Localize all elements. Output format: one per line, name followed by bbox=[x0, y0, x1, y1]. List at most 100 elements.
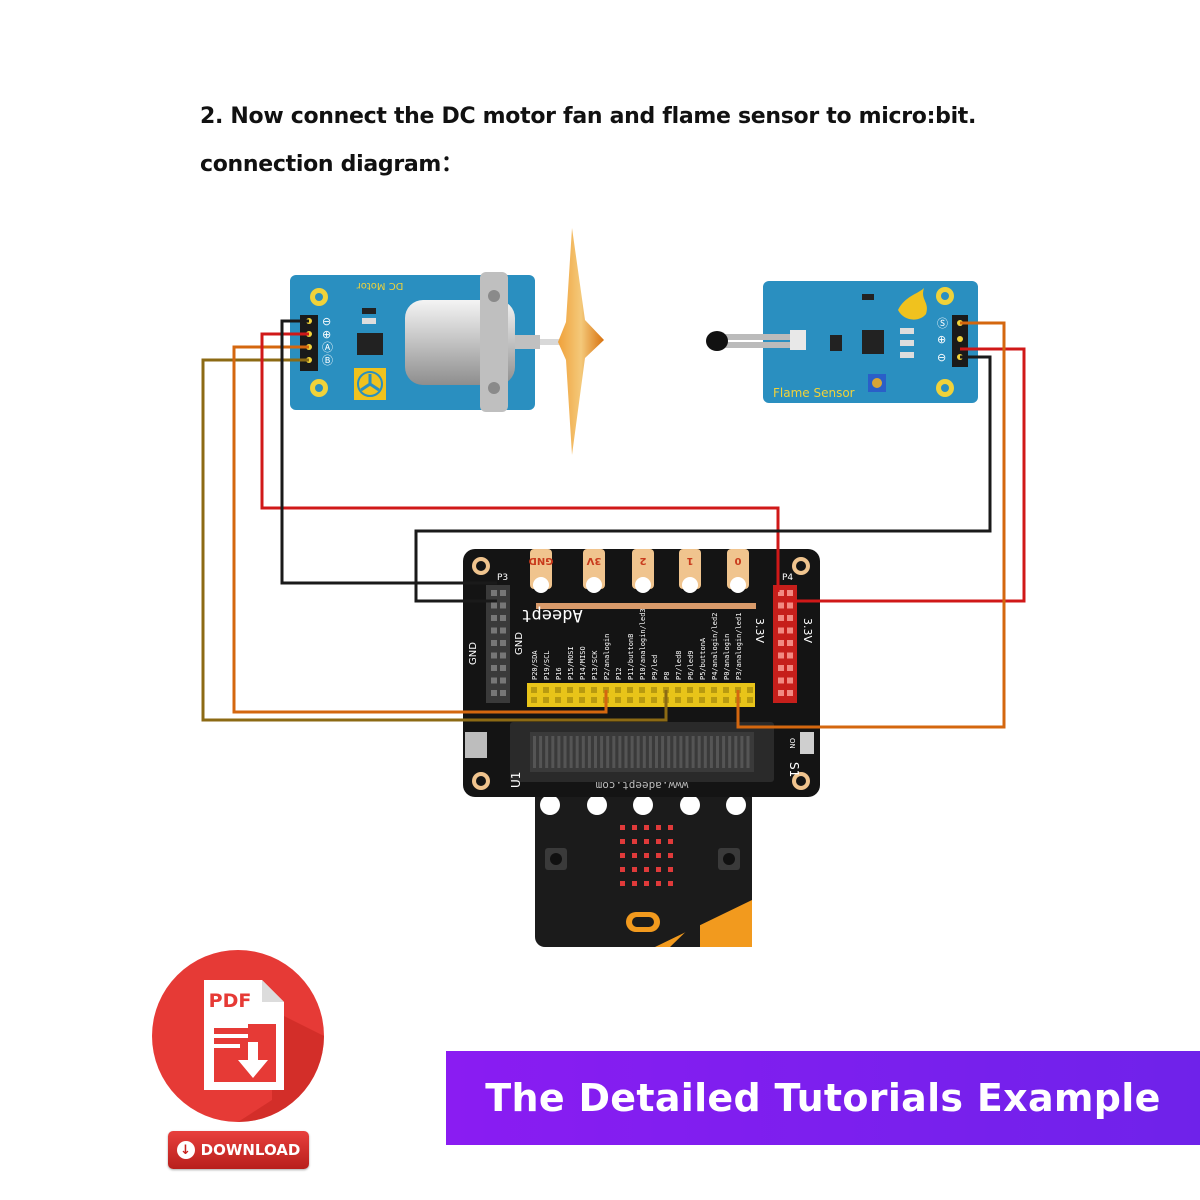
pin-label: P8 bbox=[663, 672, 671, 680]
power-pin bbox=[778, 677, 784, 684]
signal-pin bbox=[747, 697, 753, 703]
signal-pin bbox=[723, 697, 729, 703]
connector-tooth bbox=[655, 736, 658, 768]
signal-pin bbox=[675, 687, 681, 693]
signal-pin bbox=[567, 687, 573, 693]
banner-text: The Detailed Tutorials Example bbox=[485, 1076, 1161, 1120]
pin-label: P4/analogin/led2 bbox=[711, 613, 719, 680]
connector-tooth bbox=[563, 736, 567, 768]
wire-motor-a-orange bbox=[232, 345, 608, 714]
power-switch-label: ON bbox=[788, 738, 796, 749]
led-1-1 bbox=[632, 839, 637, 844]
gnd-pin bbox=[491, 690, 497, 696]
edge-pad-3 bbox=[679, 549, 701, 589]
power-pin bbox=[778, 665, 784, 671]
header-p4-label: P4 bbox=[782, 573, 793, 583]
header-p3-label: P3 bbox=[497, 573, 508, 583]
led-3-1 bbox=[632, 867, 637, 872]
connector-tooth bbox=[612, 736, 616, 768]
connector-tooth bbox=[581, 736, 585, 768]
connector-tooth bbox=[551, 736, 555, 768]
edge-pad-4 bbox=[727, 549, 749, 589]
connector-tooth bbox=[624, 736, 628, 768]
pdf-badge: PDF bbox=[152, 950, 324, 1122]
connector-tooth bbox=[594, 736, 597, 768]
power-pin bbox=[787, 640, 793, 646]
wire-flame-signal-orange bbox=[736, 321, 1006, 729]
gnd-pin bbox=[500, 627, 506, 634]
pin-label: P0/analogin bbox=[723, 634, 731, 680]
power-pin bbox=[787, 602, 793, 609]
led-4-0 bbox=[620, 881, 625, 886]
led-1-4 bbox=[668, 839, 673, 844]
pin-label: P9/led bbox=[651, 655, 659, 680]
signal-pin bbox=[543, 697, 549, 703]
flame-pin-vcc: ⊕ bbox=[937, 333, 946, 346]
edge-pad-label-0: GND bbox=[529, 555, 554, 566]
pin-label: P5/buttonA bbox=[699, 637, 707, 680]
dc-motor-pin-b: Ⓑ bbox=[322, 354, 333, 367]
connector-tooth bbox=[557, 736, 561, 768]
gnd-header bbox=[491, 590, 506, 696]
connector-tooth bbox=[709, 736, 713, 768]
connector-tooth bbox=[575, 736, 579, 768]
led-4-4 bbox=[668, 881, 673, 886]
signal-pin bbox=[615, 687, 621, 693]
pin-label: P6/led9 bbox=[687, 650, 695, 680]
signal-pin bbox=[579, 687, 585, 693]
download-button[interactable]: ↓ DOWNLOAD bbox=[168, 1131, 309, 1169]
power-pin bbox=[787, 677, 793, 684]
pin-label: P11/buttonB bbox=[627, 634, 635, 680]
led-1-2 bbox=[644, 839, 649, 844]
led-0-2 bbox=[644, 825, 649, 830]
dc-motor-label: DC Motor bbox=[356, 280, 404, 291]
signal-pin bbox=[699, 687, 705, 693]
signal-pin bbox=[723, 687, 729, 693]
connector-tooth bbox=[716, 736, 719, 768]
flame-pin-signal: Ⓢ bbox=[937, 317, 948, 330]
edge-pad-label-1: 3V bbox=[586, 555, 601, 566]
led-1-0 bbox=[620, 839, 625, 844]
connector-tooth bbox=[606, 736, 610, 768]
connector-tooth bbox=[697, 736, 701, 768]
led-0-3 bbox=[656, 825, 661, 830]
board-brand: Adeept bbox=[521, 605, 582, 625]
signal-pin bbox=[687, 697, 693, 703]
gnd-pin bbox=[491, 602, 497, 609]
dc-motor-pin-labels: ⊖ ⊕ Ⓐ Ⓑ bbox=[322, 315, 333, 367]
power-pin bbox=[787, 615, 793, 621]
signal-pin bbox=[567, 697, 573, 703]
edge-pad-1 bbox=[583, 549, 605, 589]
gnd-pin bbox=[491, 615, 497, 621]
gnd-pin bbox=[500, 590, 506, 596]
power-switch[interactable] bbox=[800, 732, 814, 754]
signal-pin bbox=[579, 697, 585, 703]
led-matrix bbox=[620, 825, 673, 886]
pin-label: P16 bbox=[555, 667, 563, 680]
pin-label: P10/analogin/led3 bbox=[639, 608, 647, 680]
dc-motor-pin-a: Ⓐ bbox=[322, 341, 333, 354]
pdf-label: PDF bbox=[209, 990, 252, 1012]
connector-tooth bbox=[600, 736, 604, 768]
pin-label: P12 bbox=[615, 667, 623, 680]
signal-pin bbox=[651, 697, 657, 703]
connector-tooth bbox=[728, 736, 732, 768]
gnd-pin bbox=[491, 665, 497, 671]
power-header bbox=[778, 590, 793, 696]
connector-tooth bbox=[691, 736, 695, 768]
pin-label: P13/SCK bbox=[591, 650, 599, 680]
signal-pin bbox=[639, 687, 645, 693]
tutorial-banner[interactable]: The Detailed Tutorials Example bbox=[446, 1051, 1200, 1145]
connector-tooth bbox=[648, 736, 652, 768]
connector-tooth bbox=[679, 736, 683, 768]
wire-motor-b-olive bbox=[201, 358, 668, 722]
flame-sensor-module: Flame Sensor Ⓢ ⊕ ⊖ bbox=[706, 281, 978, 403]
connector-tooth bbox=[587, 736, 591, 768]
power-pin bbox=[787, 665, 793, 671]
led-3-2 bbox=[644, 867, 649, 872]
power-pin bbox=[778, 652, 784, 659]
download-button-label: DOWNLOAD bbox=[200, 1141, 301, 1159]
gnd-pin bbox=[500, 602, 506, 609]
flame-sensor-label: Flame Sensor bbox=[773, 386, 855, 400]
